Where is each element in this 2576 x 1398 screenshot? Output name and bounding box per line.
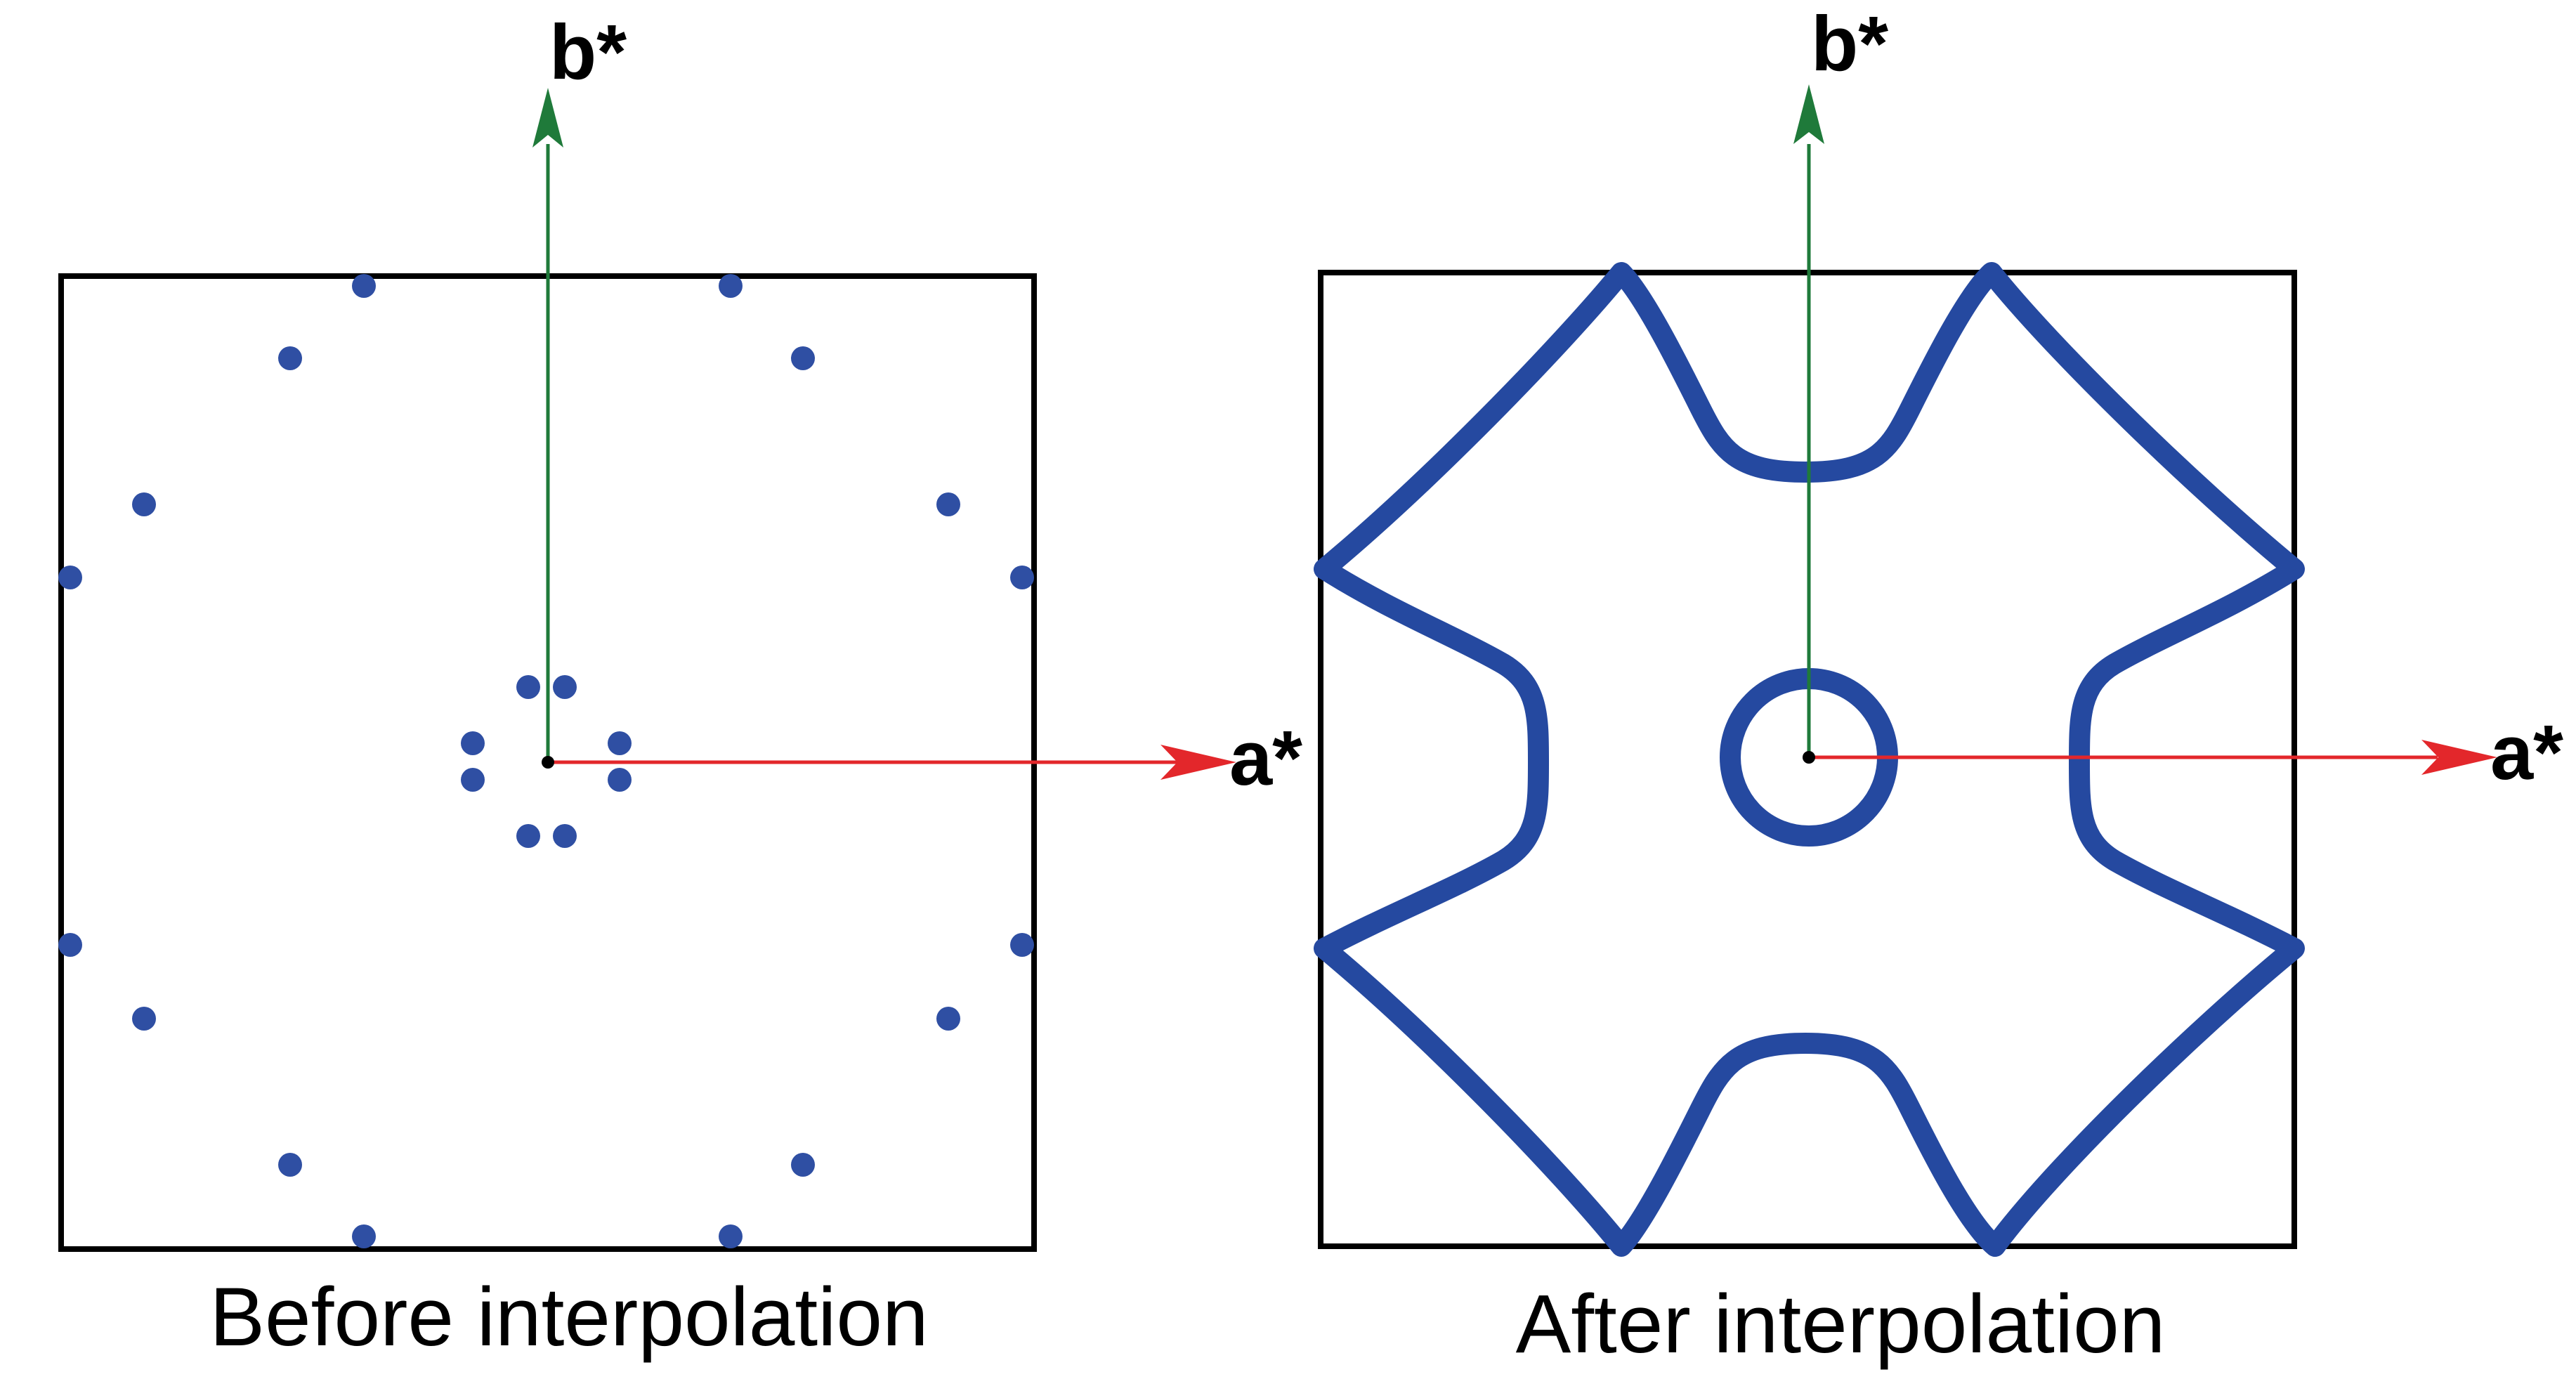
data-point bbox=[278, 346, 302, 370]
outer-contour bbox=[1314, 262, 2305, 1257]
origin-dot bbox=[542, 756, 554, 769]
data-point bbox=[719, 274, 743, 298]
data-point bbox=[1010, 933, 1034, 957]
a-axis-label: a* bbox=[2490, 710, 2563, 796]
data-point bbox=[553, 675, 577, 699]
data-point bbox=[352, 274, 376, 298]
data-point bbox=[132, 492, 156, 516]
data-point bbox=[58, 933, 82, 957]
data-point bbox=[791, 1153, 815, 1177]
data-point bbox=[461, 768, 485, 792]
data-point bbox=[936, 1007, 960, 1031]
b-axis-label: b* bbox=[1811, 1, 1888, 87]
a-axis-label: a* bbox=[1229, 715, 1302, 802]
data-point bbox=[516, 824, 540, 848]
data-point bbox=[608, 768, 632, 792]
data-point bbox=[791, 346, 815, 370]
data-point bbox=[58, 566, 82, 589]
b-axis-arrowhead bbox=[1793, 84, 1824, 144]
panel-after-caption: After interpolation bbox=[1516, 1278, 2166, 1371]
data-point bbox=[352, 1224, 376, 1248]
data-point bbox=[461, 731, 485, 755]
point-set bbox=[58, 274, 1034, 1248]
data-point bbox=[516, 675, 540, 699]
a-axis-arrowhead bbox=[2421, 740, 2497, 775]
data-point bbox=[936, 492, 960, 516]
data-point bbox=[278, 1153, 302, 1177]
data-point bbox=[608, 731, 632, 755]
origin-dot bbox=[1803, 751, 1815, 764]
data-point bbox=[719, 1224, 743, 1248]
b-axis-arrowhead bbox=[532, 88, 563, 148]
b-axis-label: b* bbox=[549, 9, 627, 96]
data-point bbox=[1010, 566, 1034, 589]
panel-after: b* a* After interpolation bbox=[1314, 1, 2563, 1371]
panel-before-caption: Before interpolation bbox=[209, 1271, 928, 1364]
panel-before: b* a* Before interpolation bbox=[58, 9, 1302, 1364]
data-point bbox=[553, 824, 577, 848]
data-point bbox=[132, 1007, 156, 1031]
a-axis-arrowhead bbox=[1160, 745, 1236, 780]
